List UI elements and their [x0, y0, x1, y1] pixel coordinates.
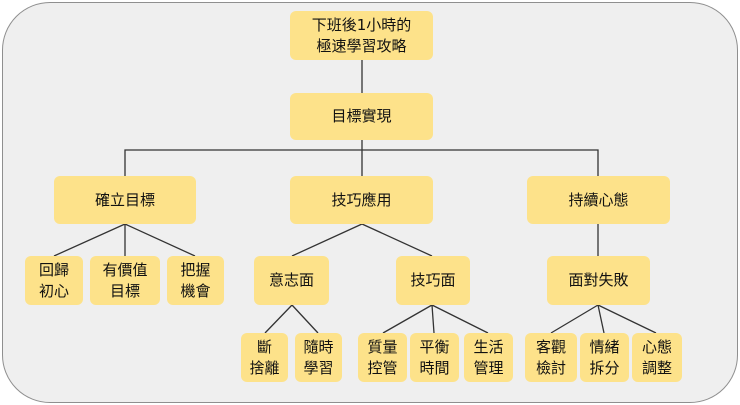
connector-goal-leaves: [53, 223, 196, 257]
leaf-label: 有價值 目標: [102, 260, 148, 300]
leaf-declutter: 斷 捨離: [241, 333, 288, 382]
skill-application-node: 技巧應用: [290, 176, 433, 224]
leaf-balance-time: 平衡 時間: [410, 333, 459, 382]
leaf-label: 把握 機會: [180, 260, 211, 300]
goal-achievement-node: 目標實現: [290, 93, 433, 140]
root-node: 下班後1小時的 極速學習攻略: [290, 11, 433, 60]
connector-will-leaves: [264, 304, 319, 334]
leaf-learn-anytime: 隨時 學習: [295, 333, 342, 382]
technique-aspect-node: 技巧面: [396, 256, 470, 305]
leaf-label: 心態 調整: [641, 337, 672, 377]
root-label: 下班後1小時的 極速學習攻略: [311, 15, 412, 55]
leaf-label: 回歸 初心: [38, 260, 69, 300]
sustained-mindset-node: 持續心態: [527, 176, 670, 224]
goal-achievement-label: 目標實現: [331, 107, 392, 125]
technique-aspect-label: 技巧面: [410, 271, 456, 289]
leaf-mindset-adjust: 心態 調整: [632, 333, 682, 382]
will-aspect-label: 意志面: [268, 271, 314, 289]
leaf-life-management: 生活 管理: [464, 333, 513, 382]
establish-goal-label: 確立目標: [94, 190, 155, 209]
leaf-label: 情緒 拆分: [589, 337, 620, 377]
leaf-label: 質量 控管: [367, 337, 398, 377]
establish-goal-node: 確立目標: [54, 176, 196, 224]
connector-failure-leaves: [550, 304, 657, 334]
connector-skill-sub: [291, 223, 433, 257]
leaf-valuable-goal: 有價值 目標: [90, 256, 160, 305]
leaf-label: 平衡 時間: [419, 337, 450, 377]
leaf-label: 客觀 檢討: [535, 337, 566, 377]
leaf-seize-opportunity: 把握 機會: [167, 256, 224, 305]
leaf-return-to-origin: 回歸 初心: [25, 256, 83, 305]
leaf-objective-review: 客觀 檢討: [525, 333, 577, 382]
facing-failure-node: 面對失敗: [547, 256, 650, 305]
connector-technique-leaves: [382, 304, 489, 334]
leaf-label: 生活 管理: [473, 337, 504, 377]
sustained-mindset-label: 持續心態: [568, 190, 629, 209]
connector-level1-branches: [124, 140, 599, 176]
facing-failure-label: 面對失敗: [568, 271, 629, 289]
leaf-quality-control: 質量 控管: [358, 333, 407, 382]
leaf-label: 斷 捨離: [249, 337, 280, 377]
skill-application-label: 技巧應用: [331, 190, 392, 209]
will-aspect-node: 意志面: [254, 256, 329, 305]
leaf-label: 隨時 學習: [303, 337, 334, 377]
leaf-emotion-split: 情緒 拆分: [580, 333, 629, 382]
